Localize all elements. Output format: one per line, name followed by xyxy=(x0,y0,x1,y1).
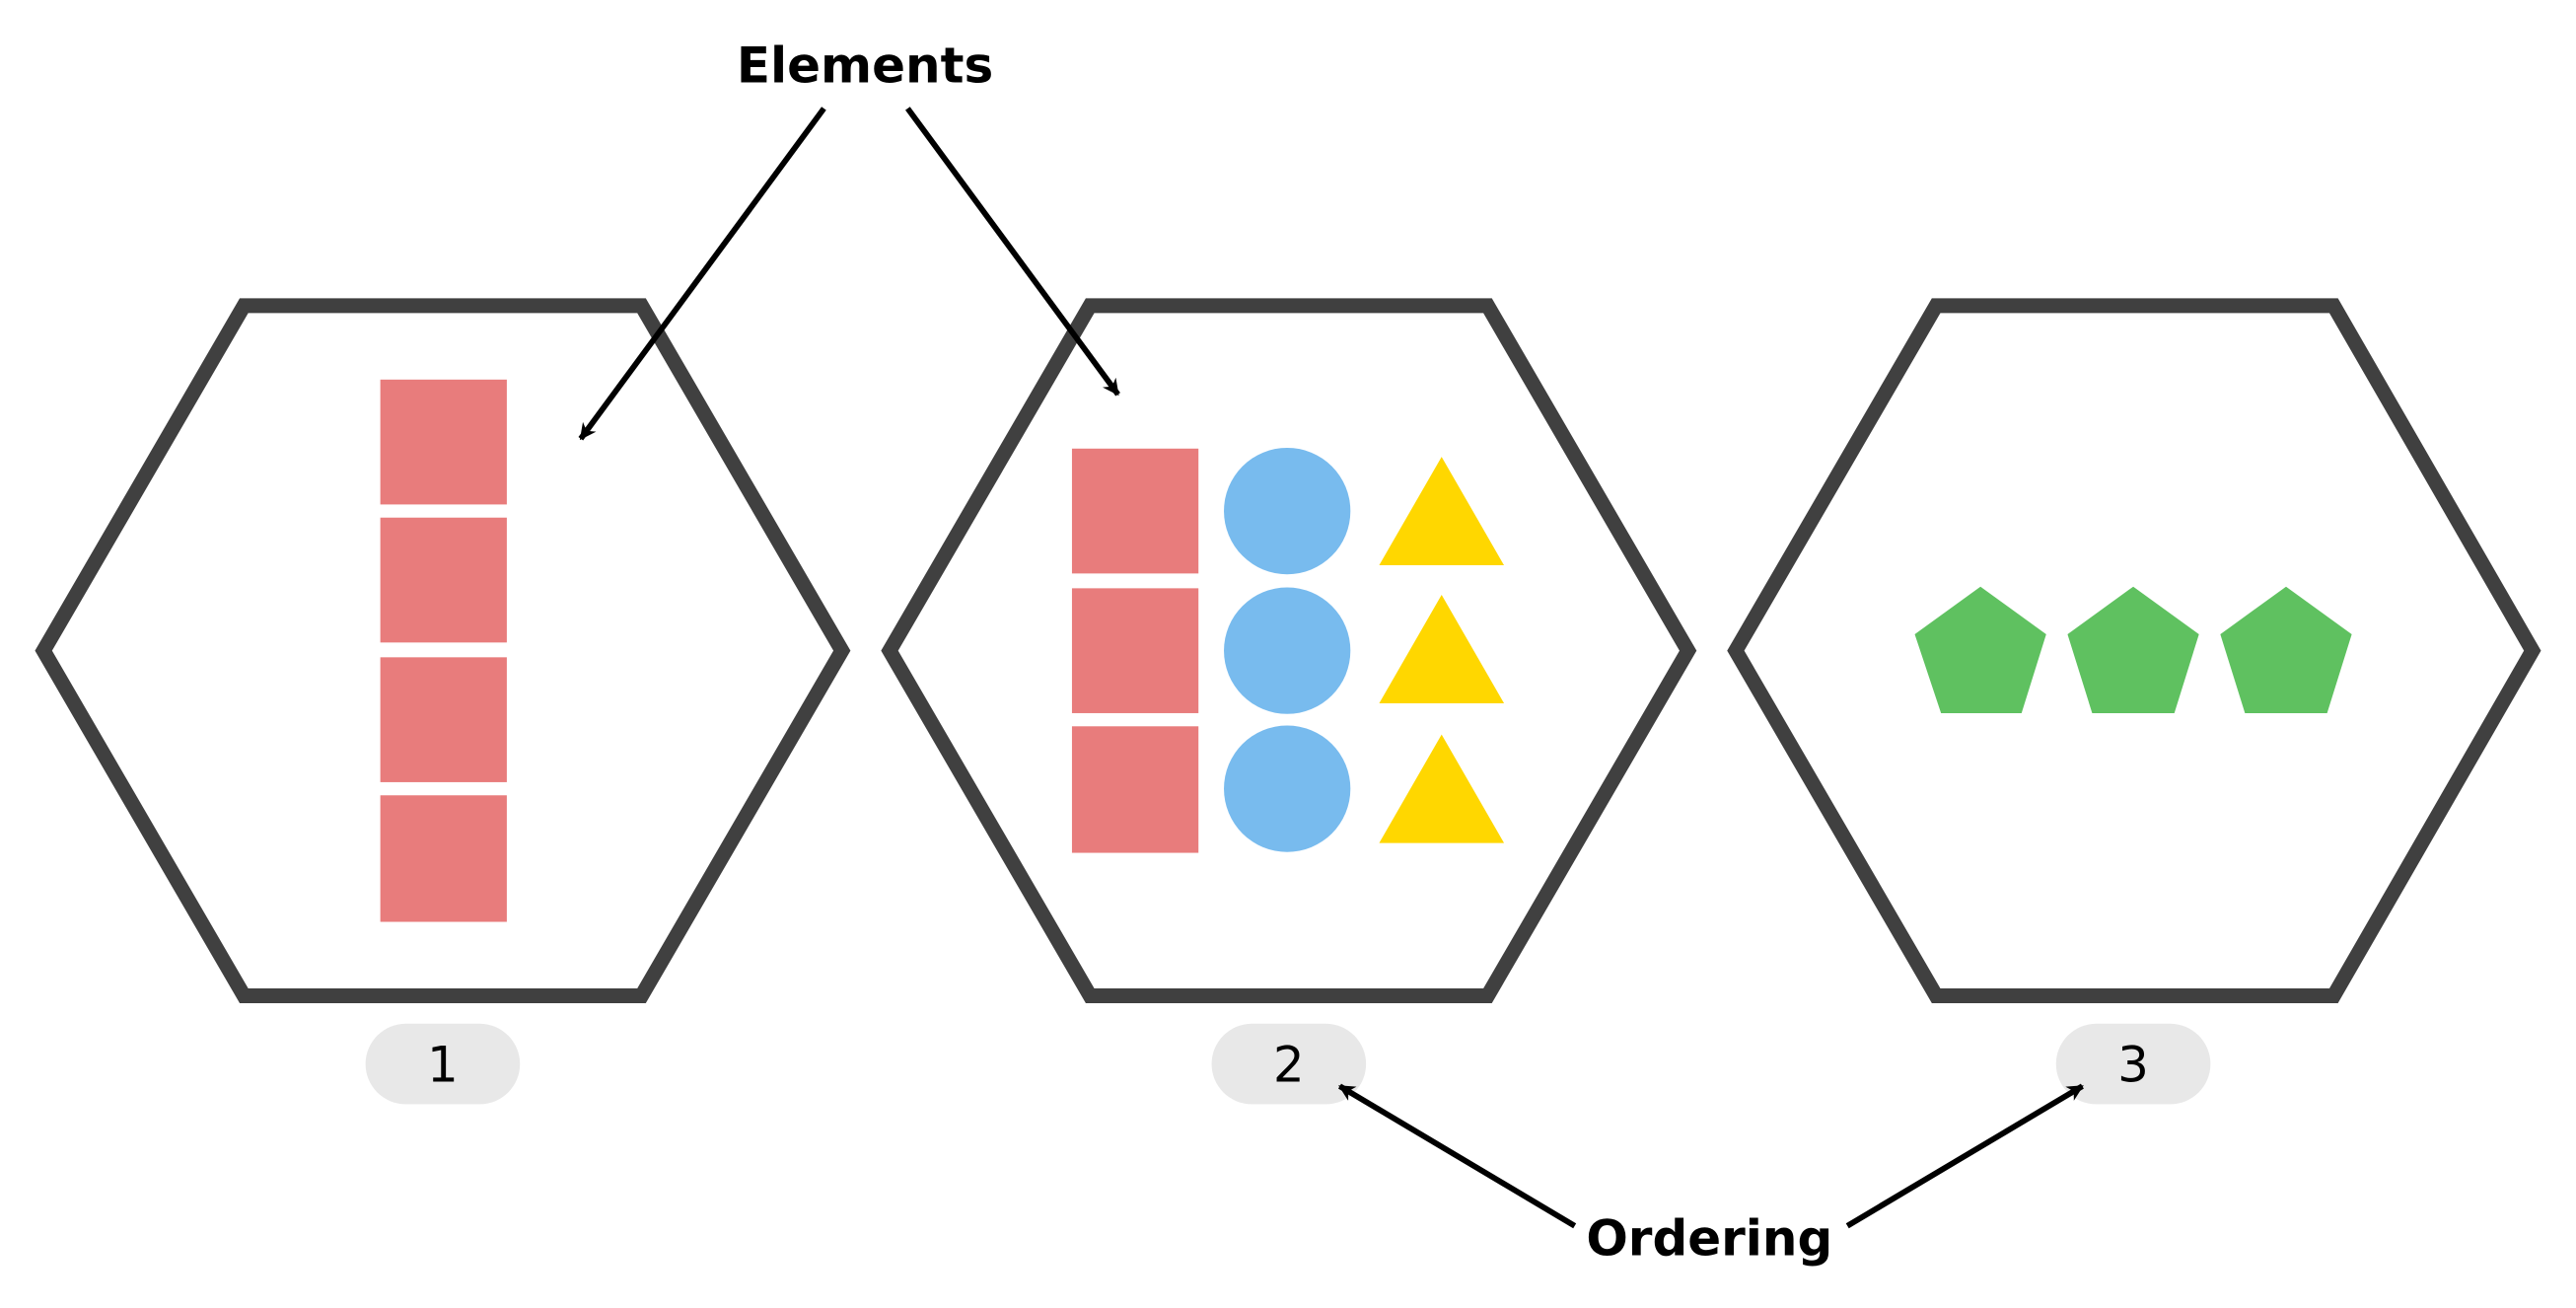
elements-callout-label: Elements xyxy=(737,36,993,94)
order-badge-1-label: 1 xyxy=(427,1036,459,1093)
square-element xyxy=(380,657,507,782)
pentagon-element xyxy=(2220,586,2352,713)
triangle-element xyxy=(1379,734,1505,843)
circle-element xyxy=(1224,725,1351,852)
order-badge-3-label: 3 xyxy=(2117,1036,2149,1093)
hexagon-panel-1 xyxy=(35,298,851,1003)
triangle-element xyxy=(1379,595,1505,703)
pentagon-element xyxy=(2067,586,2199,713)
square-element xyxy=(380,795,507,922)
panel-2-elements xyxy=(1071,447,1505,853)
square-element xyxy=(380,517,507,643)
pentagon-element xyxy=(1914,586,2046,713)
order-badge-3: 3 xyxy=(2055,1023,2211,1105)
square-element xyxy=(1071,588,1199,713)
square-element xyxy=(1071,726,1199,853)
circle-element xyxy=(1224,447,1351,575)
order-badge-2: 2 xyxy=(1211,1023,1367,1105)
order-badge-2-label: 2 xyxy=(1273,1036,1305,1093)
hexagon-panel-2 xyxy=(881,298,1697,1003)
ordering-callout-label: Ordering xyxy=(1586,1210,1832,1268)
panel-1-elements xyxy=(380,379,507,922)
hexagon-panel-3 xyxy=(1727,298,2541,1003)
square-element xyxy=(1071,448,1199,574)
circle-element xyxy=(1224,587,1351,714)
elements-arrow-right xyxy=(905,107,1120,397)
square-element xyxy=(380,379,507,505)
ordering-arrow-right xyxy=(1845,1083,2084,1229)
panel-3-elements xyxy=(1914,586,2352,713)
triangle-element xyxy=(1379,457,1505,566)
order-badge-1: 1 xyxy=(365,1023,521,1105)
ordering-arrow-left xyxy=(1337,1083,1577,1229)
elements-arrow-left xyxy=(578,107,826,441)
